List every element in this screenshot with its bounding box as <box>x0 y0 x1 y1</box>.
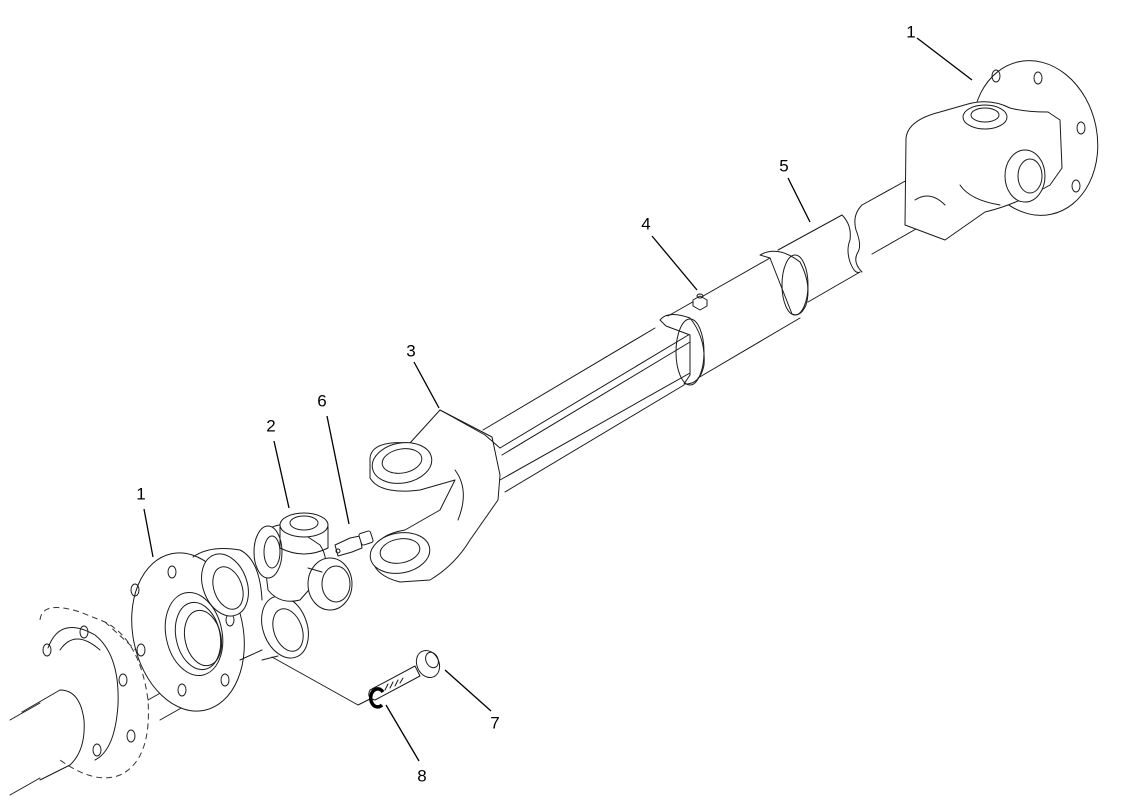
flange-yoke-right <box>904 60 1099 241</box>
callout-3-slip-yoke: 3 <box>406 341 416 361</box>
cap-screw <box>368 649 441 701</box>
callout-8-lock-washer: 8 <box>417 766 427 786</box>
slip-shaft <box>482 327 691 493</box>
leader-lines <box>143 37 973 762</box>
callout-4-lube-fitting-slip: 4 <box>641 214 651 234</box>
universal-joint-cross <box>253 512 353 611</box>
callout-6-lube-fitting-cross: 6 <box>317 391 327 411</box>
callout-7-cap-screw: 7 <box>490 713 500 733</box>
lubrication-fitting-cross <box>334 530 374 557</box>
slip-yoke <box>369 409 501 583</box>
grease-fitting <box>692 293 708 311</box>
callout-1-flange-yoke-left: 1 <box>136 484 146 504</box>
slip-sleeve <box>659 257 801 386</box>
callout-5-tube-shaft: 5 <box>779 156 789 176</box>
flange-yoke-left <box>130 548 309 712</box>
assembly-guide-line <box>271 656 373 706</box>
callout-1-flange-yoke-right: 1 <box>906 22 916 42</box>
lock-washer <box>368 687 385 709</box>
tube-shaft <box>759 169 947 316</box>
callout-2-universal-joint: 2 <box>266 416 276 436</box>
